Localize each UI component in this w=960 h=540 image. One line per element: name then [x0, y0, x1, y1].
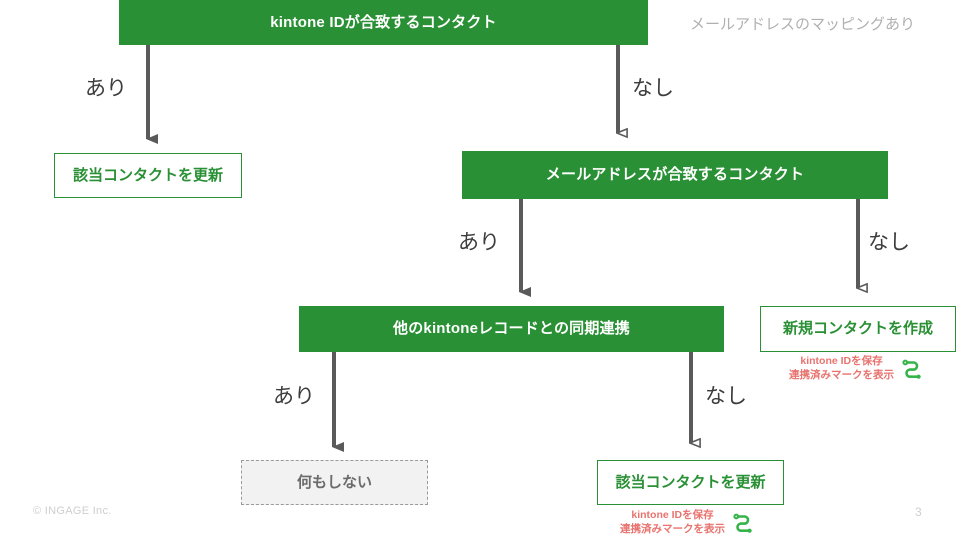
- footer-page-number: 3: [915, 505, 922, 519]
- sync-link-icon: [902, 359, 921, 379]
- note-create-line1: kintone IDを保存: [800, 355, 883, 367]
- node-create-new-contact[interactable]: 新規コンタクトを作成: [760, 306, 956, 352]
- note-create-new-contact: kintone IDを保存 連携済みマークを表示: [789, 354, 924, 382]
- node-email-match[interactable]: メールアドレスが合致するコンタクト: [462, 151, 888, 199]
- note-create-line2: 連携済みマークを表示: [789, 369, 894, 382]
- edge-label-nashi-2: なし: [868, 231, 910, 254]
- edge-label-nashi-1: なし: [632, 77, 674, 100]
- note-update-text: kintone IDを保存 連携済みマークを表示: [620, 508, 725, 536]
- node-kintone-id-match[interactable]: kintone IDが合致するコンタクト: [119, 0, 648, 45]
- edge-label-nashi-3: なし: [705, 385, 747, 408]
- node-sync-other-record[interactable]: 他のkintoneレコードとの同期連携: [299, 306, 724, 352]
- edge-label-ari-3: あり: [273, 385, 315, 408]
- sync-link-icon: [733, 513, 752, 533]
- edge-label-ari-2: あり: [458, 231, 500, 254]
- edge-label-ari-1: あり: [85, 77, 127, 100]
- slide-subtitle: メールアドレスのマッピングあり: [690, 16, 916, 33]
- note-update-contact-bottom: kintone IDを保存 連携済みマークを表示: [620, 508, 755, 536]
- note-update-line2: 連携済みマークを表示: [620, 523, 725, 536]
- note-create-text: kintone IDを保存 連携済みマークを表示: [789, 354, 894, 382]
- footer-copyright: © INGAGE Inc.: [33, 505, 112, 517]
- node-update-contact-bottom[interactable]: 該当コンタクトを更新: [597, 460, 784, 505]
- node-do-nothing[interactable]: 何もしない: [241, 460, 428, 505]
- note-update-line1: kintone IDを保存: [631, 509, 714, 521]
- node-update-contact-left[interactable]: 該当コンタクトを更新: [54, 153, 242, 198]
